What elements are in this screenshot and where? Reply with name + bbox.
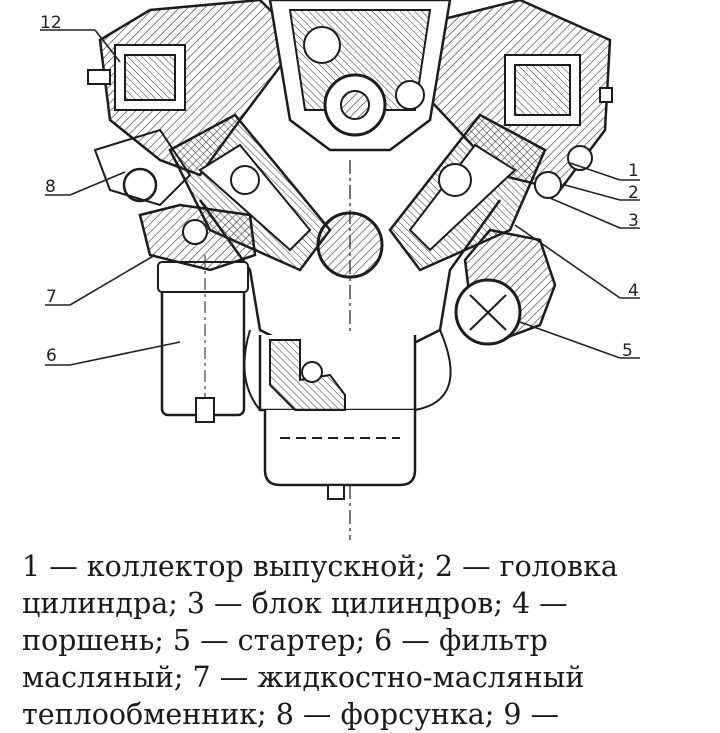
engine-cross-section-diagram: 12 8 7 6 1 2 3 4 5 xyxy=(40,0,640,540)
callout-8: 8 xyxy=(45,177,56,197)
callout-3: 3 xyxy=(628,211,639,231)
callout-12: 12 xyxy=(40,13,62,33)
figure-caption: 1 — коллектор выпускной; 2 — головка цил… xyxy=(22,550,618,731)
callout-numbers: 12 8 7 6 1 2 3 4 5 xyxy=(40,13,639,366)
callout-5: 5 xyxy=(622,341,633,361)
callout-1: 1 xyxy=(628,161,639,181)
callout-7: 7 xyxy=(46,287,57,307)
callout-leader-lines xyxy=(40,29,640,366)
engine-drawing xyxy=(87,0,613,540)
callout-2: 2 xyxy=(628,183,639,203)
callout-4: 4 xyxy=(628,281,639,301)
callout-6: 6 xyxy=(46,346,57,366)
